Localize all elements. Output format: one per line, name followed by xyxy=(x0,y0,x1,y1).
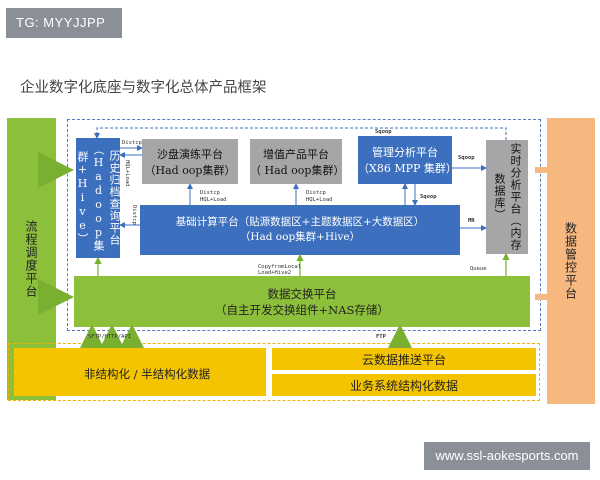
cloud-push-label: 云数据推送平台 xyxy=(361,352,446,367)
value-added-label: 增值产品平台 （ Had oop集群） xyxy=(250,147,345,177)
label-distcp-1: Distcp xyxy=(122,140,142,146)
basic-compute-platform: 基础计算平台（贴源数据区+主题数据区+大数据区） （Had oop集群+Hive… xyxy=(140,205,460,255)
business-structured-block: 业务系统结构化数据 xyxy=(272,374,536,396)
unstructured-data-label: 非结构化 / 半结构化数据 xyxy=(84,367,211,381)
process-scheduling-label: 流程调度平台 xyxy=(24,220,38,298)
source-data-frame xyxy=(8,343,540,401)
label-mr: MR xyxy=(468,218,475,224)
sandbox-label: 沙盘演练平台 （Had oop集群） xyxy=(144,147,236,177)
management-analysis-label: 管理分析平台 （X86 MPP 集群） xyxy=(358,146,457,175)
label-sqoop-mid: Sqoop xyxy=(458,155,475,161)
data-exchange-label: 数据交换平台 （自主开发交换组件+NAS存储） xyxy=(215,286,389,317)
data-governance-panel: 数据管控平台 xyxy=(547,118,595,404)
dashed-loop-arrow xyxy=(94,127,507,140)
history-archive-label: 历史归档查询平台（Hadoop集群+Hive） xyxy=(76,144,121,252)
value-added-platform: 增值产品平台 （ Had oop集群） xyxy=(250,139,345,184)
basic-compute-label: 基础计算平台（贴源数据区+主题数据区+大数据区） （Had oop集群+Hive… xyxy=(175,216,425,243)
label-hql-load-3: HQL+Load xyxy=(306,197,333,203)
label-sqoop-top: Sqoop xyxy=(375,129,392,135)
label-ftp: FTP xyxy=(376,334,386,340)
label-distcp-2: Distcp xyxy=(200,190,220,196)
watermark-tag: TG: MYYJJPP xyxy=(6,8,122,38)
label-hql-load-v: HQL+Load xyxy=(124,160,130,187)
realtime-analysis-platform: 实时分析平台（内存数据库） xyxy=(486,140,528,254)
label-distcp-3: Distcp xyxy=(306,190,326,196)
label-copy-load: CopyfromLocal Load+Hive2 xyxy=(258,264,302,276)
history-archive-platform: 历史归档查询平台（Hadoop集群+Hive） xyxy=(76,138,121,258)
realtime-analysis-label: 实时分析平台（内存数据库） xyxy=(493,143,522,251)
dashed-frame xyxy=(67,119,541,331)
sandbox-platform: 沙盘演练平台 （Had oop集群） xyxy=(142,139,238,184)
data-governance-label: 数据管控平台 xyxy=(563,222,578,300)
management-analysis-platform: 管理分析平台 （X86 MPP 集群） xyxy=(358,136,457,184)
label-queue: Queue xyxy=(470,266,487,272)
label-sftp: SFTP/HTTP/API xyxy=(88,334,132,340)
data-exchange-platform: 数据交换平台 （自主开发交换组件+NAS存储） xyxy=(74,276,530,327)
label-distcp-4: Distcp xyxy=(131,205,137,225)
label-hql-load-2: HQL+Load xyxy=(200,197,227,203)
site-watermark: www.ssl-aokesports.com xyxy=(424,442,590,470)
business-structured-label: 业务系统结构化数据 xyxy=(349,378,458,393)
cloud-push-block: 云数据推送平台 xyxy=(272,348,536,370)
label-sqoop-low: Sqoop xyxy=(420,194,437,200)
unstructured-data-block: 非结构化 / 半结构化数据 xyxy=(14,348,266,396)
diagram-title: 企业数字化底座与数字化总体产品框架 xyxy=(20,80,267,96)
